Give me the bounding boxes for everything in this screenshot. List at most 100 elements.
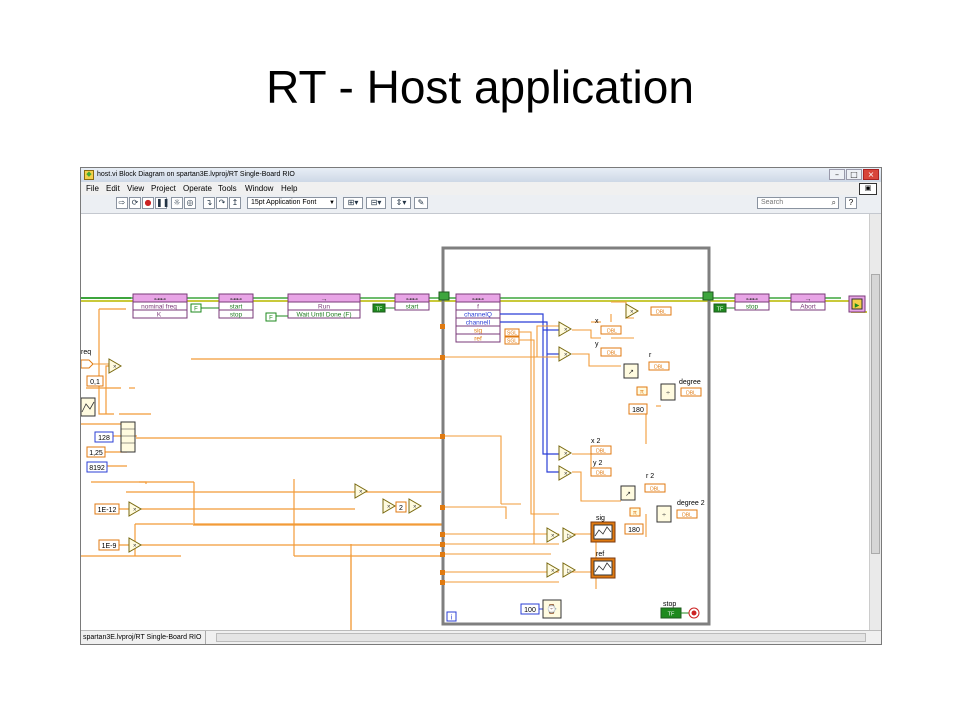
const-1-25-value: 1,25 bbox=[89, 450, 103, 457]
vi-connector-icon[interactable]: ▣ bbox=[859, 183, 877, 195]
const-0-1[interactable]: 0,1 bbox=[86, 375, 104, 387]
fpga-read-write-node[interactable]: ⊶⊷ f channelQ channelI sig ref bbox=[455, 293, 501, 343]
horizontal-scrollbar[interactable] bbox=[216, 633, 866, 642]
indicator-y2[interactable]: y 2 DBL bbox=[590, 460, 612, 477]
numeric-control-freq[interactable] bbox=[81, 359, 109, 369]
const-180-b-value: 180 bbox=[628, 527, 640, 534]
search-icon[interactable]: ⌕ bbox=[831, 198, 836, 207]
help-button[interactable]: ? bbox=[845, 197, 857, 209]
svg-text:→: → bbox=[321, 296, 328, 303]
multiply-node-5[interactable]: × bbox=[558, 465, 572, 481]
const-1e-12[interactable]: 1E-12 bbox=[94, 503, 120, 515]
invoke-node-run[interactable]: → Run Wait Until Done (F) bbox=[287, 293, 361, 319]
menu-view[interactable]: View bbox=[127, 184, 145, 193]
distribute-objects-icon[interactable]: ⊟▾ bbox=[366, 197, 386, 209]
stop-button-terminal[interactable]: stop TF bbox=[660, 601, 700, 619]
vertical-scrollbar[interactable] bbox=[869, 214, 881, 630]
menu-tools[interactable]: Tools bbox=[218, 184, 237, 193]
font-select[interactable]: 15pt Application Font ▼ bbox=[247, 197, 337, 209]
const-1-25[interactable]: 1,25 bbox=[86, 446, 106, 458]
indicator-f[interactable]: DBL bbox=[650, 306, 672, 316]
step-over-icon[interactable]: ↷ bbox=[216, 197, 228, 209]
const-1e-9[interactable]: 1E-9 bbox=[98, 539, 120, 551]
const-180-b[interactable]: 180 bbox=[624, 523, 644, 535]
multiply-node-1e-9[interactable]: × bbox=[128, 537, 142, 553]
invoke-node-start-stop[interactable]: ⊶⊷ start stop bbox=[218, 293, 254, 319]
search-input[interactable]: Search ⌕ bbox=[757, 197, 839, 209]
retain-wire-values-icon[interactable]: ◎ bbox=[184, 197, 196, 209]
indicator-r[interactable]: r DBL bbox=[648, 352, 670, 371]
graph-ref[interactable]: ref bbox=[590, 551, 616, 579]
toolbar: ⇨ ⟳ ● ❚❚ ☼ ◎ ↴ ↷ ↥ 15pt Application Font… bbox=[81, 195, 881, 214]
run-continuously-icon[interactable]: ⟳ bbox=[129, 197, 141, 209]
multiply-node-6[interactable]: × bbox=[546, 527, 560, 543]
menu-help[interactable]: Help bbox=[281, 184, 298, 193]
invoke-node-abort[interactable]: → Abort bbox=[790, 293, 826, 311]
bool-constant-f1[interactable]: F bbox=[190, 303, 219, 313]
invoke-node-stop-2[interactable]: ⊶⊷ stop bbox=[734, 293, 770, 311]
graph-sig[interactable]: sig bbox=[590, 515, 616, 543]
maximize-button[interactable]: □ bbox=[846, 169, 862, 180]
indicator-r2[interactable]: r 2 DBL bbox=[644, 473, 666, 493]
svg-text:×: × bbox=[630, 310, 634, 316]
run-arrow-icon[interactable]: ⇨ bbox=[116, 197, 128, 209]
indicator-x[interactable]: x DBL bbox=[595, 318, 622, 335]
close-reference-node[interactable]: ▶ bbox=[848, 295, 866, 313]
sgl-conversion-nodes: SGL SGL bbox=[504, 328, 520, 345]
multiply-node-3[interactable]: × bbox=[625, 303, 639, 319]
indicator-degree2[interactable]: degree 2 DBL bbox=[676, 500, 705, 519]
multiply-node-4[interactable]: × bbox=[558, 445, 572, 461]
multiply-node-mid-1[interactable]: × bbox=[354, 483, 368, 499]
vertical-scroll-thumb[interactable] bbox=[871, 274, 880, 554]
align-objects-icon[interactable]: ⊞▾ bbox=[343, 197, 363, 209]
multiply-node-1e-12[interactable]: × bbox=[128, 501, 142, 517]
menu-edit[interactable]: Edit bbox=[106, 184, 120, 193]
step-into-icon[interactable]: ↴ bbox=[203, 197, 215, 209]
multiply-node-9[interactable]: ▷ bbox=[562, 562, 576, 578]
complex-to-polar-node-2[interactable]: ↗ bbox=[620, 485, 636, 501]
close-button[interactable]: × bbox=[863, 169, 879, 180]
step-out-icon[interactable]: ↥ bbox=[229, 197, 241, 209]
compound-arith-node-2[interactable]: ÷ bbox=[656, 505, 672, 523]
multiply-node-1[interactable]: × bbox=[558, 321, 572, 337]
bool-constant-tf-right[interactable]: TF bbox=[713, 303, 735, 313]
bool-constant-tf[interactable]: TF bbox=[372, 303, 395, 313]
const-180-a[interactable]: 180 bbox=[628, 403, 648, 415]
const-2[interactable]: 2 bbox=[395, 501, 407, 513]
reorder-icon[interactable]: ⇕▾ bbox=[391, 197, 411, 209]
multiply-node-2[interactable]: × bbox=[558, 346, 572, 362]
complex-to-polar-node-1[interactable]: ↗ bbox=[623, 363, 639, 379]
pause-icon[interactable]: ❚❚ bbox=[155, 197, 170, 209]
svg-text:⊶⊷: ⊶⊷ bbox=[406, 297, 418, 303]
block-diagram-canvas[interactable]: ⊶⊷ nominal freq K ⊶⊷ start stop F bbox=[81, 214, 869, 644]
invoke-node-nominal-freq[interactable]: ⊶⊷ nominal freq K bbox=[132, 293, 188, 319]
highlight-execution-icon[interactable]: ☼ bbox=[171, 197, 183, 209]
compound-arith-node-1[interactable]: ÷ bbox=[660, 383, 676, 401]
menu-file[interactable]: File bbox=[86, 184, 99, 193]
while-loop[interactable]: i bbox=[438, 246, 714, 626]
multiply-node-mid-3[interactable]: × bbox=[408, 498, 422, 514]
multiply-node-mid-2[interactable]: × bbox=[382, 498, 396, 514]
waveform-control[interactable] bbox=[81, 397, 96, 417]
multiply-node-8[interactable]: × bbox=[546, 562, 560, 578]
indicator-y[interactable]: y DBL bbox=[595, 341, 622, 357]
abort-icon[interactable]: ● bbox=[142, 197, 154, 209]
label-r2: r 2 bbox=[646, 473, 654, 480]
menu-project[interactable]: Project bbox=[151, 184, 176, 193]
label-y: y bbox=[595, 341, 599, 348]
multiply-node-freq[interactable]: × bbox=[108, 358, 122, 374]
invoke-node-start-2[interactable]: ⊶⊷ start bbox=[394, 293, 430, 311]
const-8192[interactable]: 8192 bbox=[86, 461, 108, 473]
wait-ms-node[interactable]: 100 ⌚ bbox=[520, 599, 562, 619]
indicator-degree[interactable]: degree DBL bbox=[679, 379, 702, 397]
bool-constant-f2[interactable]: F bbox=[265, 312, 288, 322]
multiply-node-7[interactable]: ▷ bbox=[562, 527, 576, 543]
bundle-node[interactable] bbox=[120, 421, 136, 453]
const-128[interactable]: 128 bbox=[94, 431, 114, 443]
indicator-x2[interactable]: x 2 DBL bbox=[590, 438, 612, 455]
clean-up-diagram-icon[interactable]: ✎ bbox=[414, 197, 428, 209]
menu-window[interactable]: Window bbox=[245, 184, 274, 193]
menu-operate[interactable]: Operate bbox=[183, 184, 212, 193]
svg-text:⊶⊷: ⊶⊷ bbox=[154, 297, 166, 303]
minimize-button[interactable]: – bbox=[829, 169, 845, 180]
